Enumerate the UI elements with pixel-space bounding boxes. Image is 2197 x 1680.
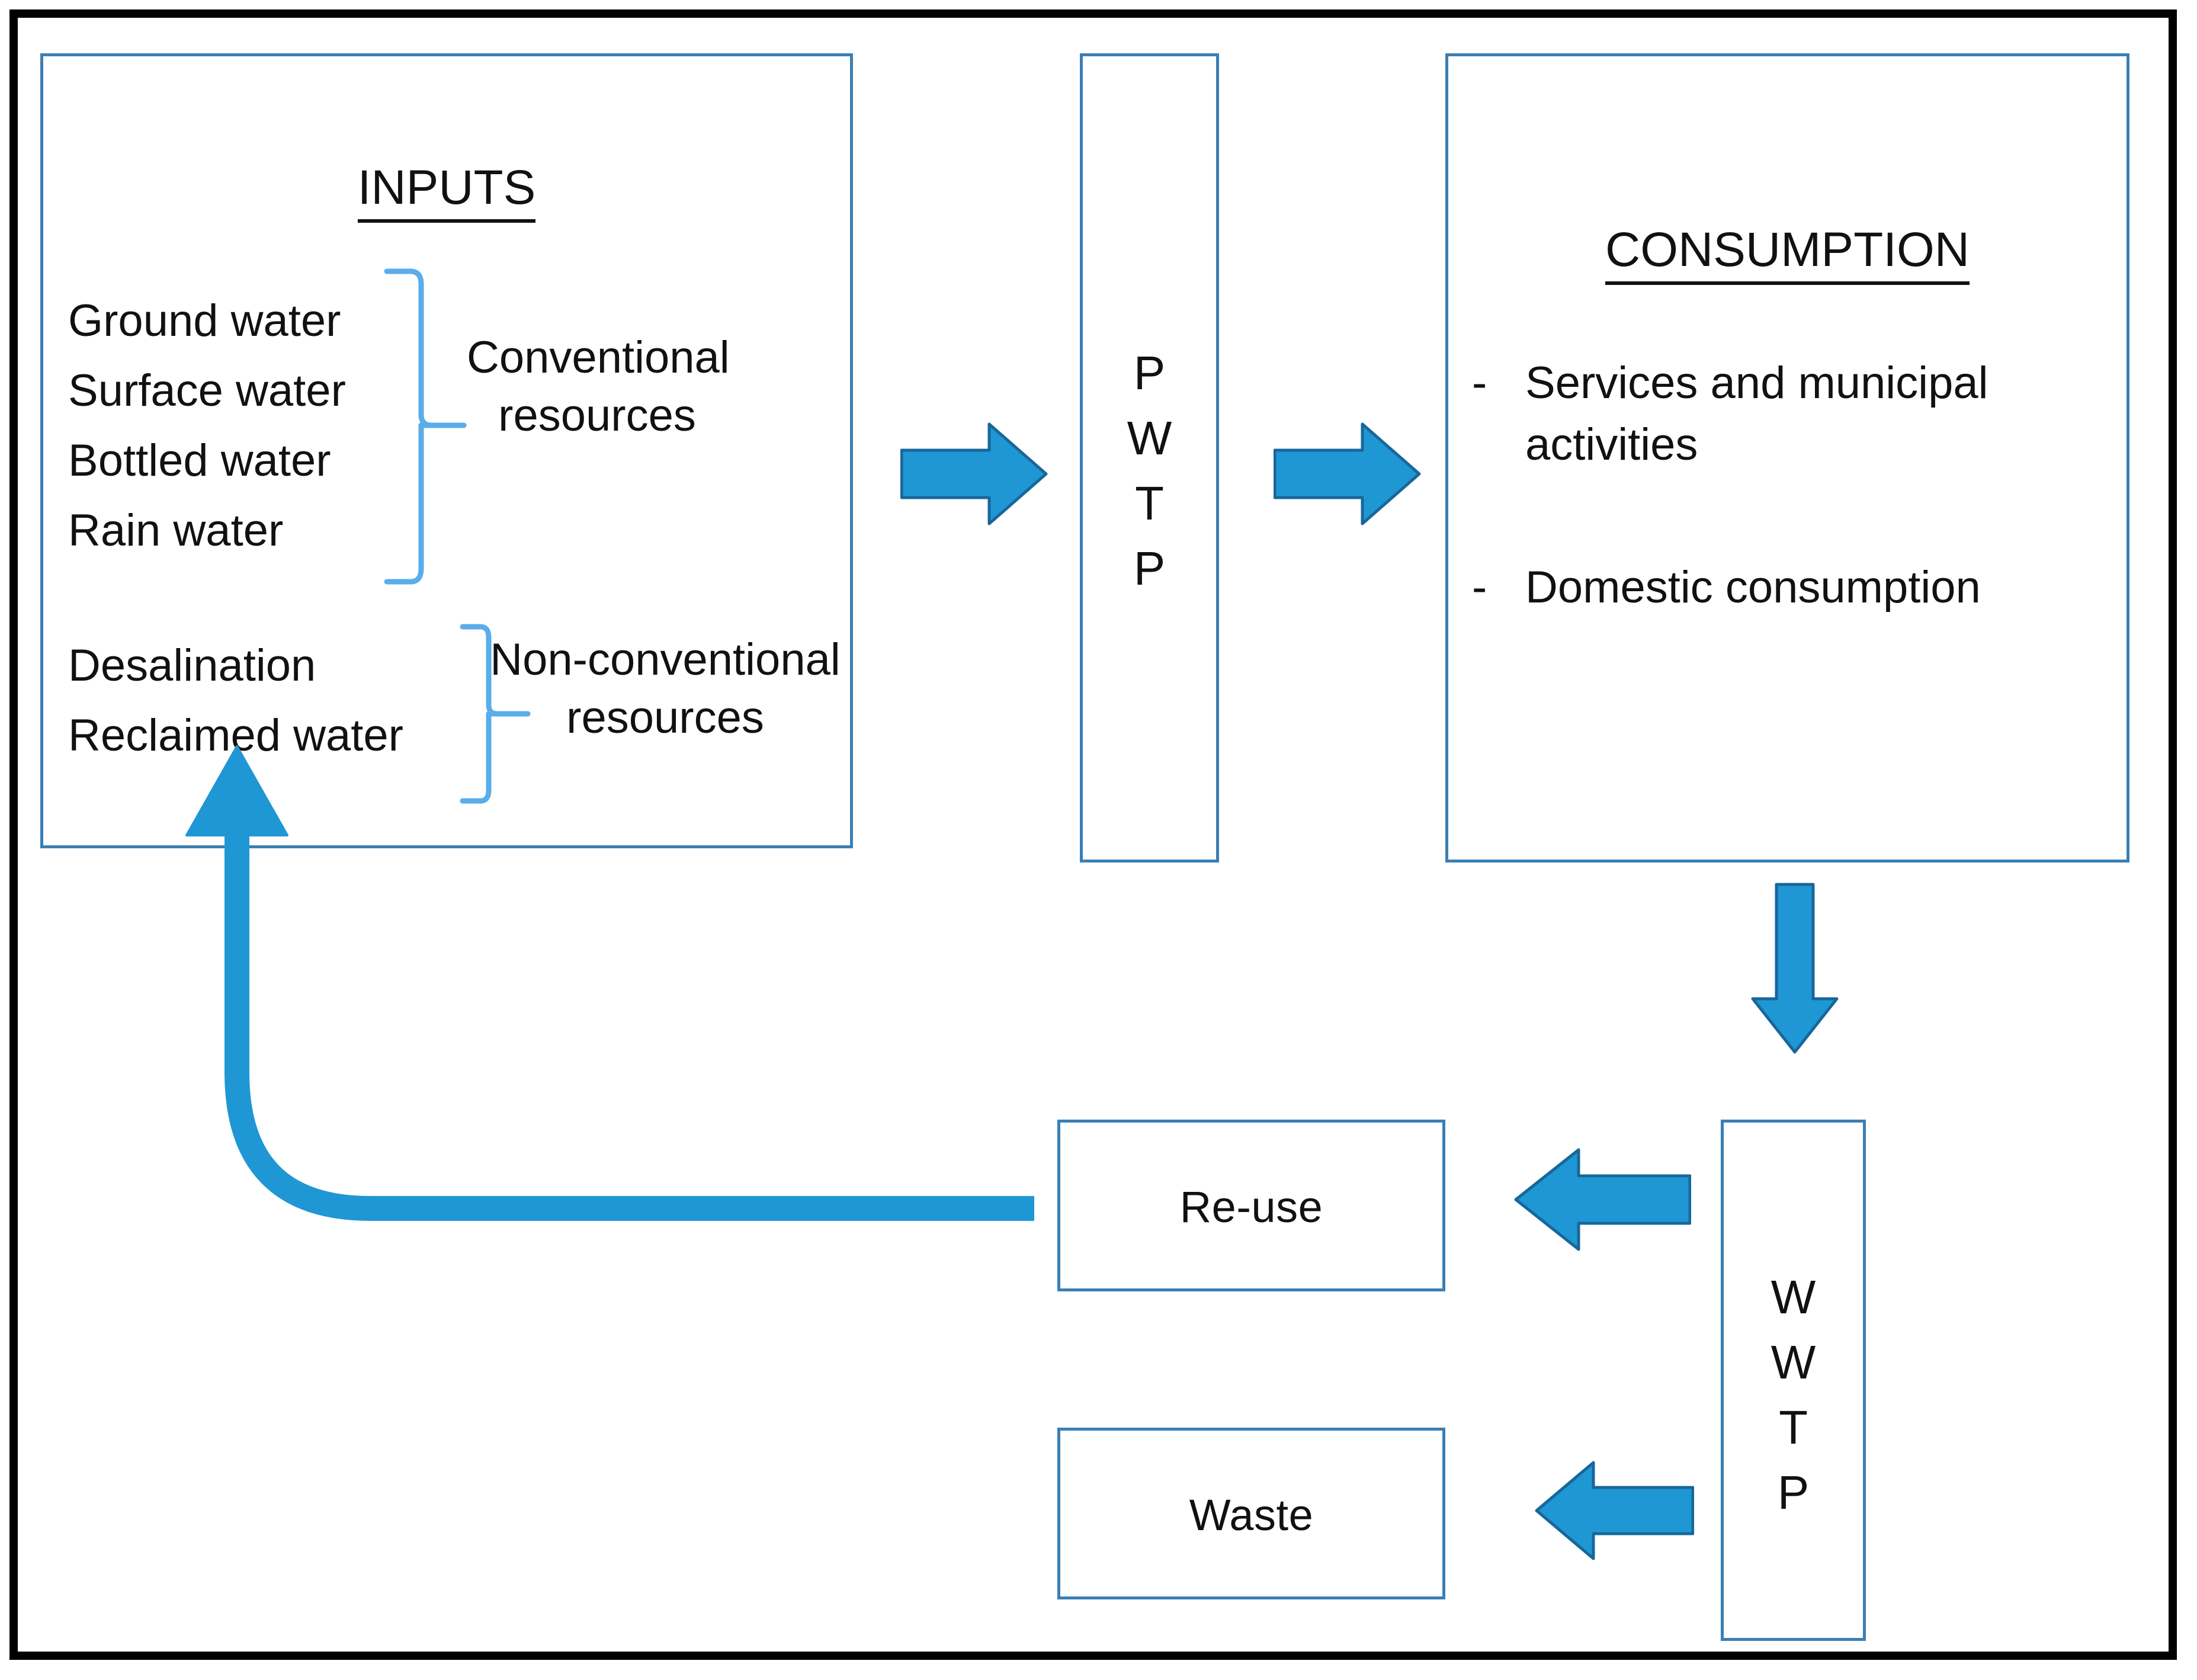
arrow-down-icon-consumption-to-wwtp [1750, 883, 1839, 1057]
reuse-box: Re-use [1057, 1120, 1445, 1291]
wwtp-letter: W [1771, 1336, 1816, 1389]
wwtp-letter: P [1777, 1466, 1810, 1519]
list-item: Desalination [68, 640, 316, 691]
pwtp-box: P W T P [1080, 53, 1219, 863]
wwtp-box: W W T P [1721, 1120, 1866, 1641]
wwtp-label: W W T P [1724, 1265, 1863, 1525]
conventional-resources-label: Conventional resources [467, 329, 730, 445]
arrow-left-icon-wwtp-to-waste [1534, 1454, 1695, 1570]
reuse-label: Re-use [1179, 1182, 1323, 1232]
list-item: - Domestic consumption [1472, 557, 1981, 618]
waste-label: Waste [1189, 1490, 1314, 1540]
wwtp-letter: W [1771, 1271, 1816, 1323]
bullet-text: Services and municipal activities [1525, 358, 1988, 470]
bullet-marker: - [1472, 562, 1487, 613]
inputs-box: INPUTS Ground water Surface water Bottle… [40, 53, 853, 848]
consumption-title-text: CONSUMPTION [1605, 223, 1970, 285]
pwtp-letter: T [1135, 477, 1164, 530]
outer-frame-border [9, 9, 2177, 1660]
pwtp-label: P W T P [1083, 341, 1216, 601]
pwtp-letter: P [1133, 347, 1166, 399]
inputs-title-text: INPUTS [357, 161, 536, 223]
pwtp-letter: P [1133, 542, 1166, 595]
list-item: Ground water [68, 296, 341, 346]
arrow-right-icon-inputs-to-pwtp [900, 415, 1048, 536]
pwtp-letter: W [1127, 412, 1172, 464]
arrow-curved-icon-reuse-to-inputs [166, 740, 1037, 1235]
inputs-title: INPUTS [43, 160, 850, 223]
list-item: Bottled water [68, 435, 331, 486]
non-conventional-resources-label: Non-conventional resources [482, 631, 849, 747]
non-conventional-label-line2: resources [566, 692, 764, 743]
consumption-box: CONSUMPTION - Services and municipal act… [1445, 53, 2129, 863]
conventional-bracket-icon [375, 267, 482, 589]
conventional-sources-list: Ground water Surface water Bottled water… [68, 286, 346, 566]
arrow-right-icon-pwtp-to-consumption [1273, 415, 1422, 536]
waste-box: Waste [1057, 1428, 1445, 1599]
consumption-title: CONSUMPTION [1448, 222, 2127, 285]
arrow-left-icon-wwtp-to-reuse [1513, 1140, 1692, 1262]
non-conventional-bracket-icon [452, 622, 547, 809]
non-conventional-label-line1: Non-conventional [490, 634, 841, 685]
conventional-label-line1: Conventional [467, 332, 730, 383]
bullet-marker: - [1472, 358, 1487, 408]
wwtp-letter: T [1779, 1401, 1808, 1454]
list-item: - Services and municipal activities [1472, 352, 2058, 476]
list-item: Surface water [68, 366, 346, 416]
bullet-text: Domestic consumption [1525, 562, 1981, 613]
conventional-label-line2: resources [498, 390, 696, 441]
list-item: Rain water [68, 505, 284, 556]
